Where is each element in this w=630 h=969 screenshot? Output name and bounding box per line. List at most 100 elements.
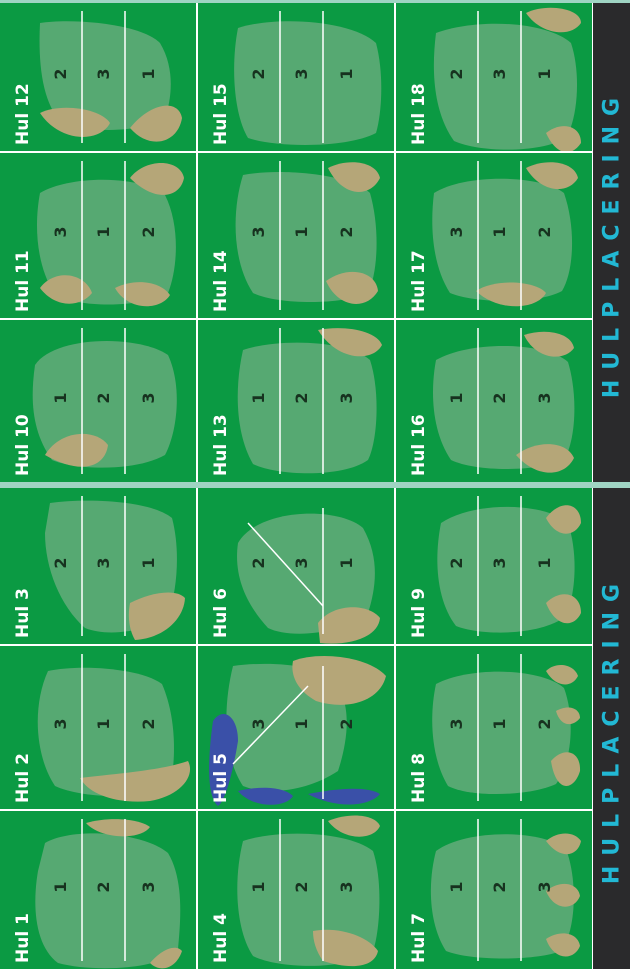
zone-number: 3 — [447, 222, 467, 242]
hole-label: Hul 8 — [409, 753, 429, 803]
zone-number: 2 — [292, 388, 312, 408]
zone-number: 2 — [139, 714, 159, 734]
zone-number: 1 — [490, 714, 510, 734]
zone-number: 3 — [490, 553, 510, 573]
zone-number: 1 — [337, 553, 357, 573]
zone-number: 1 — [139, 553, 159, 573]
zone-number: 1 — [490, 222, 510, 242]
zone-number: 2 — [139, 222, 159, 242]
zone-number: 1 — [535, 553, 555, 573]
hole-label: Hul 6 — [211, 588, 231, 638]
zone-number: 3 — [292, 64, 312, 84]
zone-number: 1 — [94, 714, 114, 734]
hole-label: Hul 17 — [409, 250, 429, 312]
hole-cell-16: 1 2 3Hul 16 — [396, 320, 592, 482]
zone-number: 3 — [139, 877, 159, 897]
hole-label: Hul 12 — [13, 83, 33, 145]
hole-label: Hul 9 — [409, 588, 429, 638]
zone-number: 1 — [337, 64, 357, 84]
hole-label: Hul 1 — [13, 913, 33, 963]
zone-number: 3 — [337, 877, 357, 897]
zone-number: 2 — [337, 222, 357, 242]
hole-label: Hul 13 — [211, 414, 231, 476]
zone-number: 2 — [249, 553, 269, 573]
sidebar-title-bottom: HULPLACERING — [599, 573, 624, 883]
zone-number: 2 — [51, 553, 71, 573]
hole-label: Hul 16 — [409, 414, 429, 476]
zone-number: 2 — [447, 553, 467, 573]
zone-number: 1 — [139, 64, 159, 84]
zone-number: 3 — [337, 388, 357, 408]
hole-label: Hul 3 — [13, 588, 33, 638]
zone-number: 1 — [249, 877, 269, 897]
hole-label: Hul 14 — [211, 250, 231, 312]
zone-number: 1 — [94, 222, 114, 242]
sidebar-title-top: HULPLACERING — [599, 87, 624, 397]
zone-number: 2 — [535, 714, 555, 734]
hole-cell-17: 3 1 2Hul 17 — [396, 153, 592, 318]
zone-number: 2 — [535, 222, 555, 242]
zone-number: 3 — [249, 714, 269, 734]
zone-number: 3 — [535, 877, 555, 897]
hole-label: Hul 15 — [211, 83, 231, 145]
zone-number: 2 — [292, 877, 312, 897]
hole-cell-13: 1 2 3Hul 13 — [198, 320, 394, 482]
zone-number: 3 — [447, 714, 467, 734]
hole-cell-8: 3 1 2Hul 8 — [396, 646, 592, 809]
zone-number: 2 — [490, 388, 510, 408]
zone-number: 3 — [292, 553, 312, 573]
hole-label: Hul 5 — [211, 753, 231, 803]
water-hazard — [238, 788, 293, 805]
hole-cell-12: 2 3 1Hul 12 — [0, 3, 196, 151]
sand-bunker — [546, 126, 581, 151]
zone-number: 1 — [292, 714, 312, 734]
hole-label: Hul 4 — [211, 913, 231, 963]
zone-number: 2 — [337, 714, 357, 734]
zone-number: 1 — [249, 388, 269, 408]
water-hazard — [308, 789, 380, 805]
zone-number: 2 — [447, 64, 467, 84]
putting-green — [35, 833, 180, 968]
zone-number: 1 — [447, 388, 467, 408]
zone-number: 3 — [535, 388, 555, 408]
hole-label: Hul 11 — [13, 250, 33, 312]
zone-number: 2 — [94, 388, 114, 408]
sand-bunker — [328, 816, 380, 837]
hole-cell-3: 2 3 1Hul 3 — [0, 488, 196, 644]
zone-number: 3 — [139, 388, 159, 408]
zone-number: 2 — [94, 877, 114, 897]
hole-cell-14: 3 1 2Hul 14 — [198, 153, 394, 318]
zone-number: 3 — [490, 64, 510, 84]
zone-number: 1 — [51, 877, 71, 897]
zone-number: 1 — [535, 64, 555, 84]
zone-number: 3 — [51, 714, 71, 734]
zone-number: 1 — [447, 877, 467, 897]
zone-number: 3 — [51, 222, 71, 242]
sidebar-top: HULPLACERING — [593, 3, 630, 482]
zone-number: 3 — [94, 553, 114, 573]
hole-cell-10: 1 2 3Hul 10 — [0, 320, 196, 482]
hole-cell-1: 1 2 3Hul 1 — [0, 811, 196, 969]
zone-number: 3 — [94, 64, 114, 84]
hole-label: Hul 18 — [409, 83, 429, 145]
hole-cell-15: 2 3 1Hul 15 — [198, 3, 394, 151]
zone-number: 3 — [249, 222, 269, 242]
zone-number: 2 — [490, 877, 510, 897]
hole-cell-18: 2 3 1Hul 18 — [396, 3, 592, 151]
hole-label: Hul 10 — [13, 414, 33, 476]
zone-number: 2 — [249, 64, 269, 84]
sidebar-bottom: HULPLACERING — [593, 488, 630, 969]
hole-label: Hul 2 — [13, 753, 33, 803]
zone-number: 1 — [51, 388, 71, 408]
zone-number: 1 — [292, 222, 312, 242]
hole-label: Hul 7 — [409, 913, 429, 963]
zone-number: 2 — [51, 64, 71, 84]
